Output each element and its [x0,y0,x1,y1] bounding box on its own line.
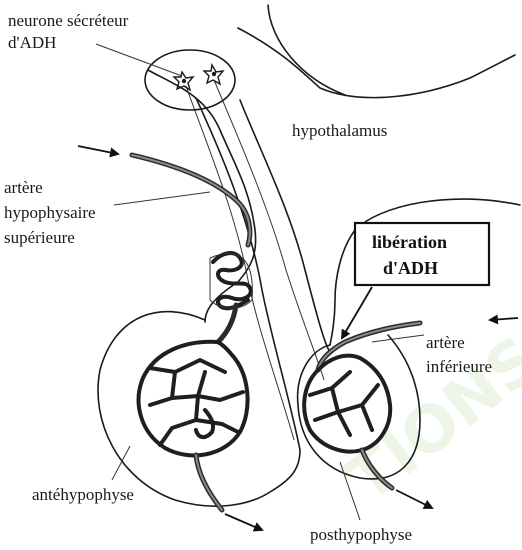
label-hypothalamus: hypothalamus [292,121,387,140]
label-neurone-1: neurone sécréteur [8,11,129,30]
arrow-liberation [342,287,372,338]
label-neurone-2: d'ADH [8,33,56,52]
portal-capillaries [210,253,252,308]
leader-artere-sup [114,192,210,205]
label-artere-inf-2: inférieure [426,357,492,376]
label-artere-sup-1: artère [4,178,43,197]
label-artere-sup-3: supérieure [4,228,75,247]
anterior-network [139,342,248,456]
hypothalamus-outline [238,28,515,98]
neuron-cell-1 [174,72,193,90]
arrow-anterior-out [225,514,262,530]
anterior-vein [196,455,222,510]
leader-neurone [96,44,182,76]
label-antehypophyse: antéhypophyse [32,485,134,504]
label-posthypophyse: posthypophyse [310,525,412,544]
neuron-cell-2 [204,65,223,84]
label-artere-inf-1: artère [426,333,465,352]
portal-vessel [218,305,236,342]
label-liberation-2: d'ADH [383,258,438,278]
arrow-inferior-in [490,318,518,320]
label-artere-sup-2: hypophysaire [4,203,96,222]
arrow-superior-in [78,146,118,154]
hypothalamus-ridge [268,5,345,95]
leader-artere-inf [372,335,424,342]
label-liberation-1: libération [372,232,447,252]
